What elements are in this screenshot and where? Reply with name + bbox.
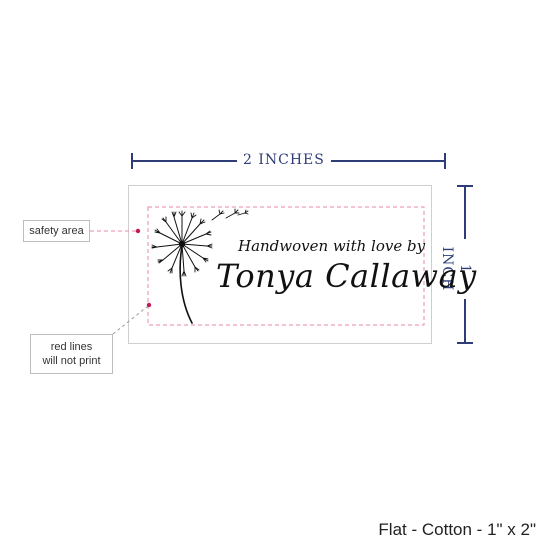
safety-area-callout-text: safety area xyxy=(29,225,84,237)
label-name-text: Tonya Callaway xyxy=(216,257,477,295)
safety-area-callout: safety area xyxy=(23,220,90,242)
red-lines-callout: red lines will not print xyxy=(30,334,113,374)
red-lines-callout-leader xyxy=(112,305,149,335)
red-lines-callout-dot xyxy=(146,302,152,308)
red-lines-callout-line1: red lines xyxy=(50,341,93,353)
width-dimension-label: 2 INCHES xyxy=(237,151,331,169)
label-preview xyxy=(128,185,432,344)
safety-area-outline xyxy=(147,206,425,326)
safety-callout-dot xyxy=(135,228,141,234)
dandelion-icon xyxy=(151,208,249,324)
label-tagline-text: Handwoven with love by xyxy=(238,237,426,255)
red-lines-callout-line2: will not print xyxy=(42,355,101,367)
product-caption: Flat - Cotton - 1" x 2" xyxy=(378,520,536,539)
